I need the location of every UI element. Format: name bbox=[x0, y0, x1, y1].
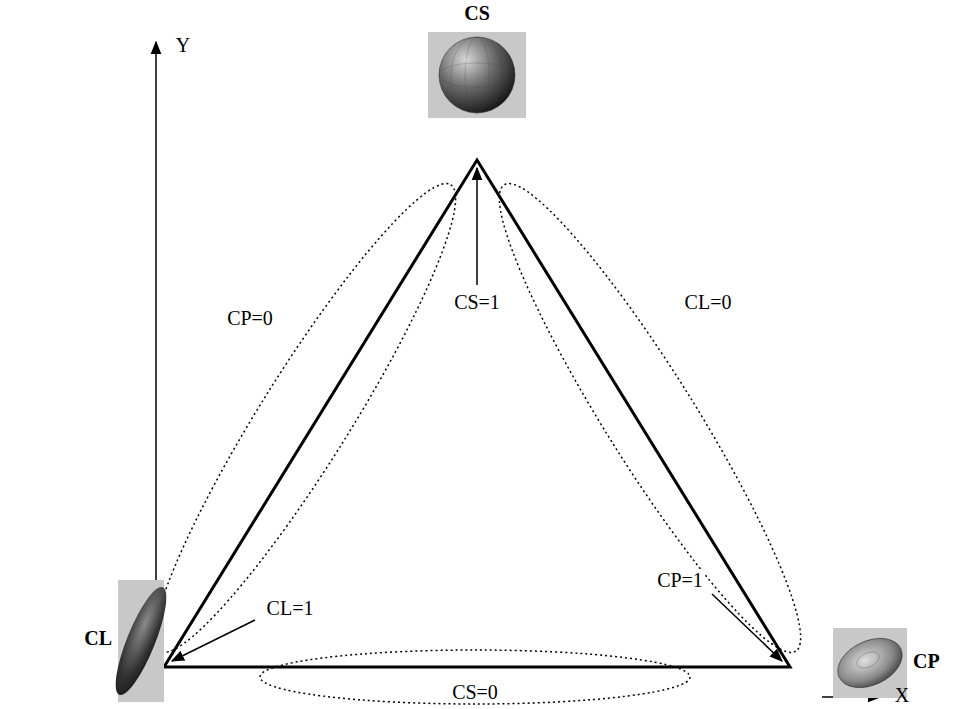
shape-icon-box: CS bbox=[428, 32, 526, 118]
axis-value-label: Y bbox=[174, 34, 192, 56]
region-ellipse bbox=[260, 650, 690, 704]
pointer-arrow bbox=[172, 620, 255, 661]
axis-value-label: CP=0 bbox=[225, 307, 275, 329]
ternary-triangle bbox=[164, 160, 790, 667]
region-ellipse bbox=[121, 161, 489, 675]
axis-value-label: CP=1 bbox=[655, 569, 705, 591]
axis-value-label: X bbox=[893, 684, 911, 706]
pointer-arrow bbox=[476, 168, 478, 285]
shape-label: CS bbox=[464, 2, 490, 24]
shape-label: CP bbox=[913, 650, 940, 672]
axis-value-label: CL=0 bbox=[683, 291, 734, 313]
shape-label: CL bbox=[84, 627, 112, 649]
axis-value-label: CS=1 bbox=[452, 291, 502, 313]
icon-background bbox=[428, 32, 526, 118]
pointer-arrow bbox=[712, 594, 782, 661]
shape-icon-box: CL bbox=[118, 580, 164, 702]
sphere-icon bbox=[439, 37, 515, 113]
ellipsoid-icon bbox=[106, 582, 175, 700]
region-ellipse bbox=[466, 161, 834, 675]
axis-value-label: CS=0 bbox=[450, 681, 500, 703]
axis-value-label: CL=1 bbox=[265, 597, 316, 619]
